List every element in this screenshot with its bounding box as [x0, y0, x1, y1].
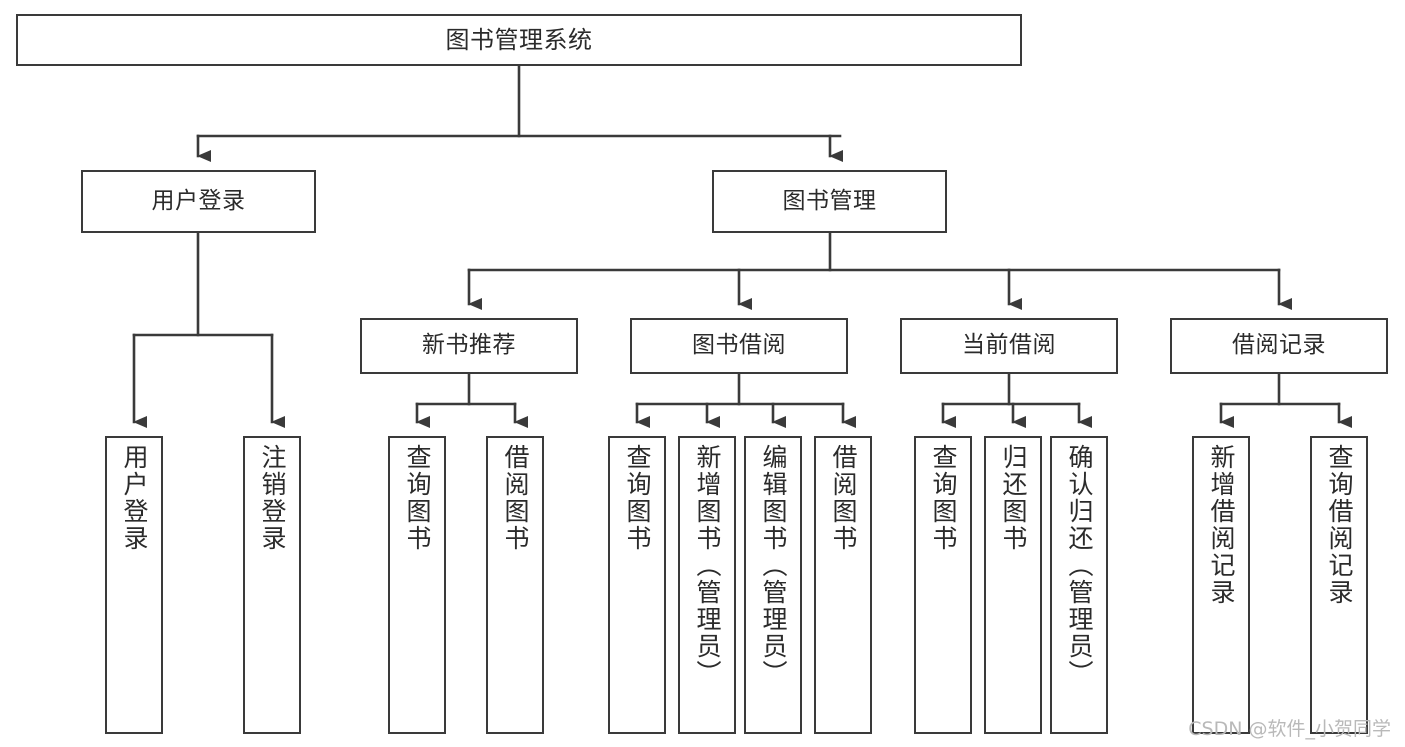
node-label: 用户登录 — [151, 187, 246, 214]
node-label: 确认归还（管理员） — [1065, 444, 1094, 687]
leaf-borrow-book-recommend[interactable]: 借阅图书 — [486, 436, 544, 734]
node-label: 注销登录 — [258, 444, 287, 552]
node-label: 查询图书 — [403, 444, 432, 552]
leaf-borrow-book[interactable]: 借阅图书 — [814, 436, 872, 734]
leaf-query-book-recommend[interactable]: 查询图书 — [388, 436, 446, 734]
node-user-login[interactable]: 用户登录 — [81, 170, 316, 233]
node-label: 用户登录 — [120, 444, 149, 552]
node-book-borrow[interactable]: 图书借阅 — [630, 318, 848, 374]
node-label: 查询借阅记录 — [1325, 444, 1354, 606]
leaf-return-book[interactable]: 归还图书 — [984, 436, 1042, 734]
leaf-add-borrow-record[interactable]: 新增借阅记录 — [1192, 436, 1250, 734]
node-label: 查询图书 — [929, 444, 958, 552]
leaf-logout-login[interactable]: 注销登录 — [243, 436, 301, 734]
node-label: 归还图书 — [999, 444, 1028, 552]
node-label: 新增借阅记录 — [1207, 444, 1236, 606]
leaf-query-book-borrow[interactable]: 查询图书 — [608, 436, 666, 734]
node-label: 图书借阅 — [692, 332, 786, 359]
leaf-user-login[interactable]: 用户登录 — [105, 436, 163, 734]
node-label: 新书推荐 — [422, 332, 516, 359]
node-label: 借阅图书 — [829, 444, 858, 552]
watermark: CSDN @软件_小贺同学 — [1188, 718, 1391, 740]
node-new-book-recommend[interactable]: 新书推荐 — [360, 318, 578, 374]
leaf-edit-book-admin[interactable]: 编辑图书（管理员） — [744, 436, 802, 734]
node-label: 查询图书 — [623, 444, 652, 552]
node-label: 图书管理系统 — [445, 25, 593, 54]
node-book-management[interactable]: 图书管理 — [712, 170, 947, 233]
node-label: 借阅图书 — [501, 444, 530, 552]
node-current-borrow[interactable]: 当前借阅 — [900, 318, 1118, 374]
node-label: 编辑图书（管理员） — [759, 444, 788, 687]
node-label: 当前借阅 — [962, 332, 1056, 359]
node-borrow-record[interactable]: 借阅记录 — [1170, 318, 1388, 374]
leaf-query-borrow-record[interactable]: 查询借阅记录 — [1310, 436, 1368, 734]
node-label: 借阅记录 — [1232, 332, 1326, 359]
node-label: 图书管理 — [782, 187, 877, 214]
node-label: 新增图书（管理员） — [693, 444, 722, 687]
leaf-confirm-return-admin[interactable]: 确认归还（管理员） — [1050, 436, 1108, 734]
leaf-query-book-current[interactable]: 查询图书 — [914, 436, 972, 734]
leaf-add-book-admin[interactable]: 新增图书（管理员） — [678, 436, 736, 734]
node-root-book-management-system[interactable]: 图书管理系统 — [16, 14, 1022, 66]
